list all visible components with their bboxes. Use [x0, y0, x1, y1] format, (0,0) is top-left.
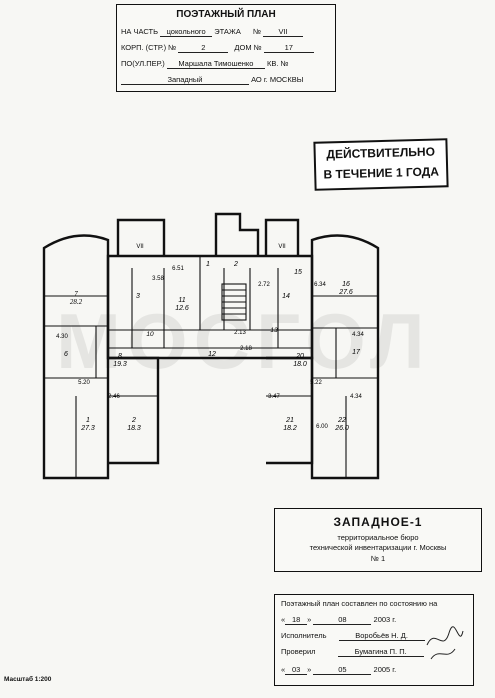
- floor-prefix: НА ЧАСТЬ: [121, 27, 159, 36]
- dim-9: 4.34: [350, 394, 362, 400]
- room-label-14: 17: [352, 349, 361, 356]
- dim-2: 6.34: [314, 282, 326, 288]
- watermark: МОСГОЛ: [56, 297, 431, 385]
- header-box: ПОЭТАЖНЫЙ ПЛАН НА ЧАСТЬ цокольного ЭТАЖА…: [116, 4, 336, 92]
- date1-month: 08: [313, 615, 372, 625]
- room-label-10: 6: [64, 351, 68, 358]
- date1-day: 18: [285, 615, 308, 625]
- bureau-line-1: территориальное бюро: [337, 533, 419, 542]
- premise-value: VII: [263, 27, 304, 37]
- street-value: Маршала Тимошенко: [166, 59, 265, 69]
- dim-13: 6.00: [316, 424, 328, 430]
- header-title: ПОЭТАЖНЫЙ ПЛАН: [176, 9, 276, 20]
- dim-3: 4.30: [56, 334, 68, 340]
- dim-0: 6.51: [172, 266, 184, 272]
- executor-line: Исполнитель Воробьёв Н. Д.: [281, 631, 425, 641]
- executor-label: Исполнитель: [281, 631, 327, 640]
- kv-label: КВ. №: [267, 59, 289, 68]
- premise-label: №: [252, 27, 261, 36]
- scale-label: Масштаб 1:200: [4, 676, 52, 683]
- floor-value: цокольного: [160, 27, 213, 37]
- district-suffix: АО г. МОСКВЫ: [251, 75, 304, 84]
- dim-10: 2.13: [234, 330, 246, 336]
- signature: [426, 626, 464, 660]
- korp-line: КОРП. (СТР.) № 2 ДОМ № 17: [121, 43, 314, 53]
- date2-year: 2005 г.: [373, 665, 397, 674]
- checked-line: Проверил Бумагина П. П.: [281, 647, 424, 657]
- bureau-number: № 1: [370, 554, 386, 563]
- dim-11: 2.18: [240, 346, 252, 352]
- date-line-2: «03» 05 2005 г.: [281, 665, 397, 675]
- dim-8: 3.47: [268, 394, 280, 400]
- room-label-8: 10: [146, 331, 154, 338]
- outer-walls: [42, 212, 380, 480]
- room-label-6: 15: [294, 269, 302, 276]
- district-value: Западный: [121, 75, 249, 85]
- date-line-1: «18» 08 2003 г.: [281, 615, 397, 625]
- room-label-9: 13: [270, 327, 278, 334]
- validity-stamp: ДЕЙСТВИТЕЛЬНО В ТЕЧЕНИЕ 1 ГОДА: [313, 138, 449, 191]
- inner-walls: [44, 256, 378, 478]
- checked-label: Проверил: [281, 647, 316, 656]
- floor-line: НА ЧАСТЬ цокольного ЭТАЖА № VII: [121, 27, 304, 37]
- roman-right: VII: [278, 244, 286, 250]
- dim-1: 2.72: [258, 282, 270, 288]
- dom-value: 17: [263, 43, 314, 53]
- bureau-box: ЗАПАДНОЕ-1 территориальное бюро техничес…: [274, 508, 482, 572]
- bureau-name: ЗАПАДНОЕ-1: [333, 515, 423, 529]
- district-line: Западный АО г. МОСКВЫ: [121, 75, 303, 85]
- footer-box: Поэтажный план составлен по состоянию на…: [274, 594, 474, 686]
- checker-name: Бумагина П. П.: [337, 647, 424, 657]
- room-label-4: 2: [233, 261, 238, 268]
- room-label-3: 1: [206, 261, 210, 268]
- floor-suffix: ЭТАЖА: [214, 27, 241, 36]
- street-line: ПО(УЛ.ПЕР.) Маршала Тимошенко КВ. №: [121, 59, 289, 69]
- room-label-1: 3: [136, 293, 140, 300]
- korp-value: 2: [178, 43, 229, 53]
- street-prefix: ПО(УЛ.ПЕР.): [121, 59, 165, 68]
- stamp-line-2: В ТЕЧЕНИЕ 1 ГОДА: [323, 164, 440, 182]
- bureau-line-2: технической инвентаризации г. Москвы: [309, 543, 447, 552]
- date1-year: 2003 г.: [373, 615, 397, 624]
- dim-4: 4.34: [352, 332, 364, 338]
- room-label-12: 12: [208, 351, 216, 358]
- dim-5: 5.20: [78, 380, 90, 386]
- compiled-text: Поэтажный план составлен по состоянию на: [281, 599, 438, 608]
- roman-left: VII: [136, 244, 144, 250]
- executor-name: Воробьёв Н. Д.: [338, 631, 425, 641]
- date2-month: 05: [313, 665, 372, 675]
- date2-day: 03: [285, 665, 308, 675]
- dim-12: 3.58: [152, 276, 164, 282]
- dim-7: 2.46: [108, 394, 120, 400]
- room-label-5: 14: [282, 293, 290, 300]
- dom-label: ДОМ №: [234, 43, 262, 52]
- dim-6: 5.22: [310, 380, 322, 386]
- korp-label: КОРП. (СТР.) №: [121, 43, 177, 52]
